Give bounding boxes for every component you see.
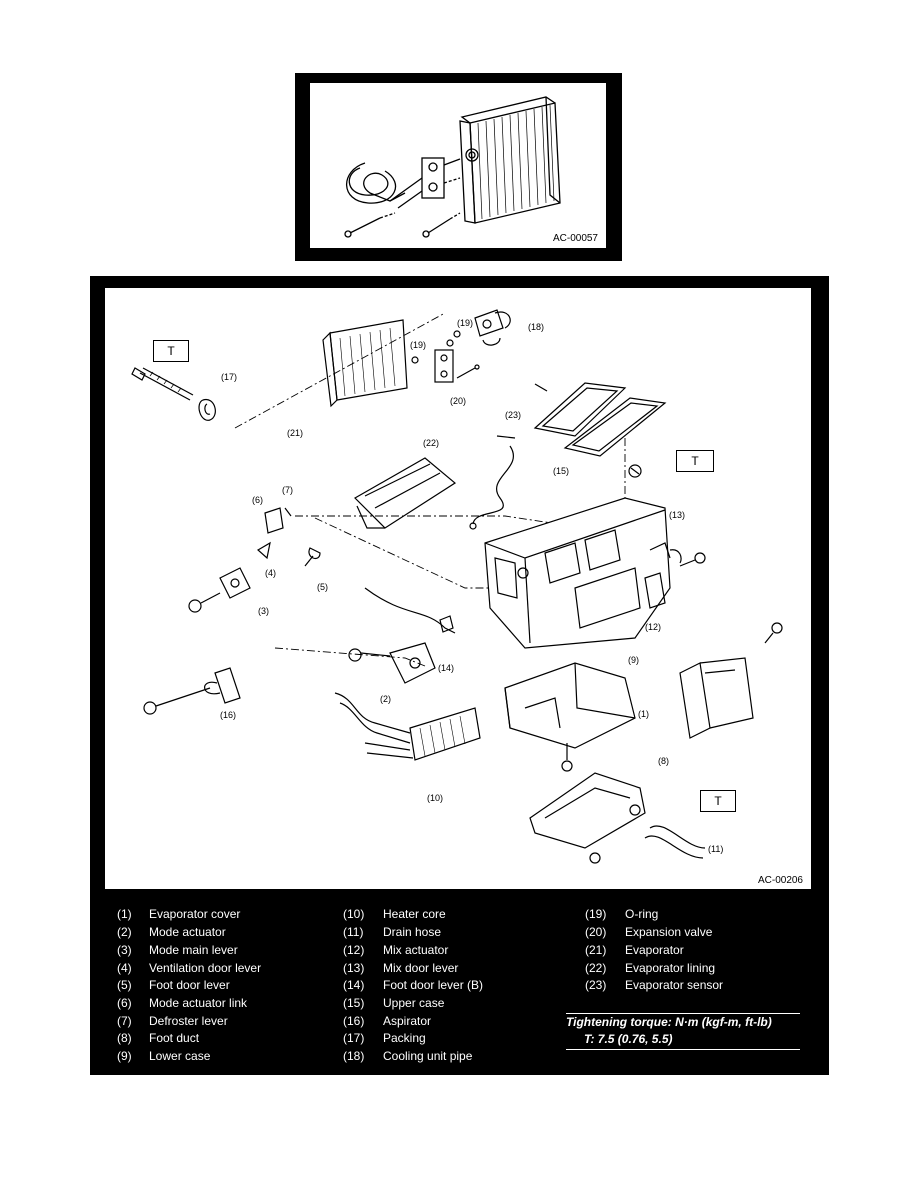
callout-4: (4) xyxy=(265,568,276,578)
torque-marker-duct: T xyxy=(700,790,736,812)
torque-marker-bolt: T xyxy=(153,340,189,362)
callout-2: (2) xyxy=(380,694,391,704)
heater-cooling-unit-figure: (17) (18) (19) (19) (20) (21) (23) (22) … xyxy=(90,276,829,1075)
callout-6: (6) xyxy=(252,495,263,505)
callout-9: (9) xyxy=(628,655,639,665)
torque-title: Tightening torque: N·m (kgf-m, ft-lb) xyxy=(566,1015,772,1029)
evaporator-detail-drawing xyxy=(344,96,561,238)
callout-19a: (19) xyxy=(457,318,474,328)
torque-value: T: 7.5 (0.76, 5.5) xyxy=(584,1032,673,1046)
callout-1: (1) xyxy=(638,709,649,719)
callout-15: (15) xyxy=(553,466,570,476)
exploded-view-drawing xyxy=(131,309,783,864)
callout-12: (12) xyxy=(645,622,662,632)
callout-5: (5) xyxy=(317,582,328,592)
callout-10: (10) xyxy=(427,793,444,803)
torque-rule-bottom xyxy=(566,1049,800,1050)
callout-11: (11) xyxy=(708,844,724,854)
figure-code: AC-00206 xyxy=(757,875,803,886)
callout-7: (7) xyxy=(282,485,293,495)
torque-rule-top xyxy=(566,1013,800,1014)
callout-18: (18) xyxy=(528,322,545,332)
callout-14: (14) xyxy=(438,663,455,673)
callout-20: (20) xyxy=(450,396,467,406)
evaporator-detail-figure: AC-00057 xyxy=(295,73,622,261)
callout-16: (16) xyxy=(220,710,237,720)
callout-21: (21) xyxy=(287,428,304,438)
callout-22: (22) xyxy=(423,438,440,448)
callout-8: (8) xyxy=(658,756,669,766)
callout-19b: (19) xyxy=(410,340,427,350)
exploded-view-panel: (17) (18) (19) (19) (20) (21) (23) (22) … xyxy=(105,288,811,889)
callout-17: (17) xyxy=(221,372,238,382)
torque-marker-screw: T xyxy=(676,450,714,472)
callout-23: (23) xyxy=(505,410,522,420)
callout-3: (3) xyxy=(258,606,269,616)
callout-13: (13) xyxy=(669,510,686,520)
figure-panel: AC-00057 xyxy=(310,83,606,248)
figure-code: AC-00057 xyxy=(552,233,598,244)
